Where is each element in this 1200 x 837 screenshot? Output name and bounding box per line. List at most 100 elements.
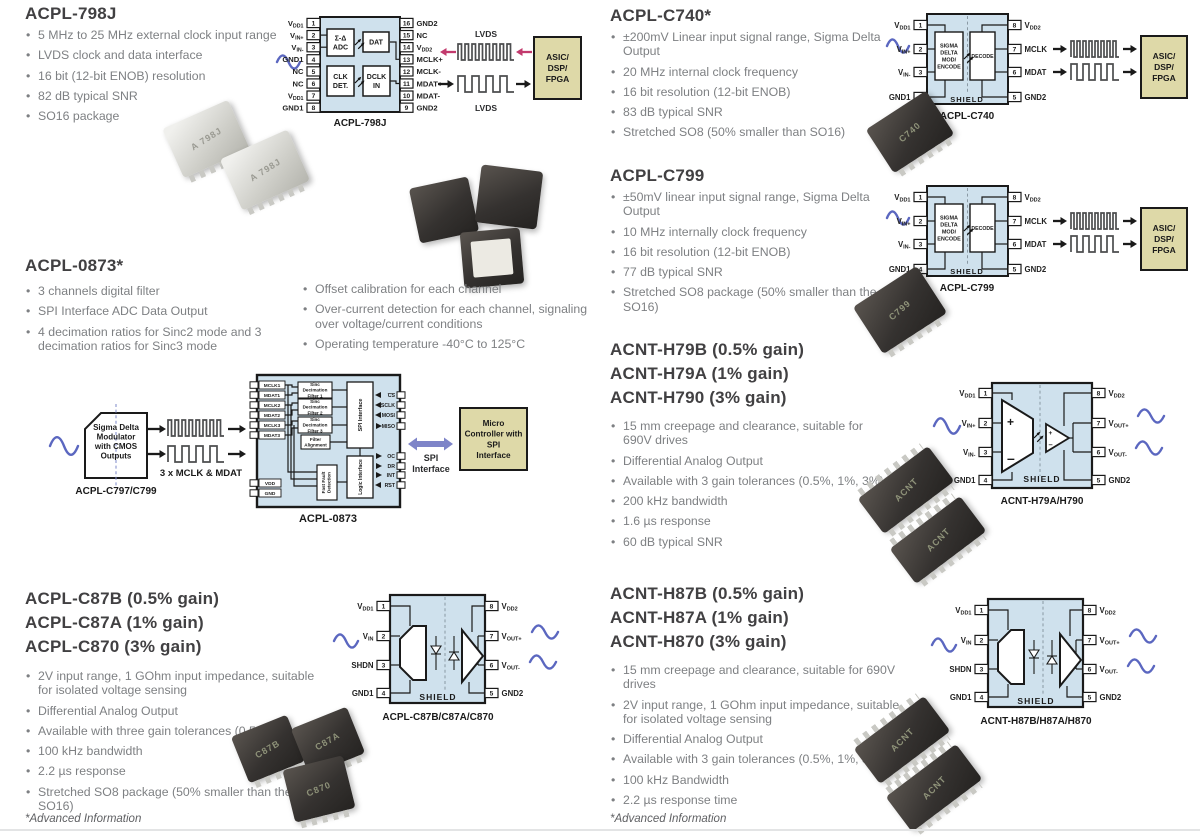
- led-symbols: [1028, 640, 1058, 674]
- waveform: [167, 445, 224, 463]
- svg-text:1: 1: [312, 21, 316, 28]
- svg-text:ASIC/: ASIC/: [1153, 51, 1176, 61]
- spi-arrow-label: SPI: [424, 453, 439, 463]
- feature-list-right: Offset calibration for each channelOver-…: [302, 282, 602, 357]
- svg-text:SPI Interface: SPI Interface: [358, 399, 364, 432]
- svg-text:DECODE: DECODE: [971, 54, 994, 60]
- wire: [1069, 609, 1083, 636]
- sine-wave: [275, 54, 302, 70]
- svg-text:13: 13: [403, 57, 411, 64]
- svg-text:3: 3: [382, 663, 386, 670]
- svg-text:6: 6: [1097, 450, 1101, 457]
- bullet-item: Differential Analog Output: [25, 704, 330, 719]
- svg-text:MDAT1: MDAT1: [264, 393, 280, 399]
- svg-text:7: 7: [1013, 219, 1017, 226]
- pin: 8 VDD2: [1082, 604, 1116, 617]
- wire: [390, 680, 411, 694]
- pin-label: MDAT+: [417, 79, 443, 88]
- svg-text:MDAT3: MDAT3: [264, 433, 280, 439]
- wire: [468, 682, 485, 694]
- bottom-divider: [0, 829, 1200, 831]
- waveform: [1070, 212, 1119, 230]
- svg-text:8: 8: [312, 105, 316, 112]
- section-acpl-c799: ACPL-C799 ±50mV linear input signal rang…: [610, 166, 900, 320]
- svg-text:1: 1: [984, 391, 988, 398]
- svg-text:8: 8: [1088, 608, 1092, 615]
- section-acpl-c87: ACPL-C87B (0.5% gain)ACPL-C87A (1% gain)…: [25, 589, 330, 819]
- svg-text:SIGMA: SIGMA: [940, 216, 958, 222]
- spi-arrow-label: Interface: [412, 464, 450, 474]
- chip-photo-label: ACNT: [924, 526, 952, 554]
- bullet-item: Available with 3 gain tolerances (0.5%, …: [610, 474, 895, 489]
- arrow: [375, 392, 381, 398]
- arrow: [1053, 68, 1067, 76]
- pin-label: VDD2: [1100, 606, 1116, 617]
- bullet-item: 5 MHz to 25 MHz external clock input ran…: [25, 28, 277, 43]
- pin: 6NC: [293, 78, 321, 89]
- chip-pins: [898, 136, 954, 177]
- pin: 5NC: [293, 66, 321, 77]
- sine-wave: [932, 417, 962, 435]
- amp-input: [1001, 398, 1034, 474]
- target-box: ASIC/DSP/FPGA: [533, 36, 582, 100]
- block: DECODE: [969, 31, 996, 81]
- svg-text:11: 11: [403, 81, 410, 88]
- svg-text:DELTA: DELTA: [940, 223, 958, 229]
- svg-text:Filter: Filter: [310, 437, 321, 442]
- svg-text:7: 7: [490, 634, 494, 641]
- section-acnt-h79: ACNT-H79B (0.5% gain)ACNT-H79A (1% gain)…: [610, 340, 895, 555]
- arrow: [440, 48, 456, 56]
- svg-text:2: 2: [919, 47, 923, 54]
- sine-wave: [528, 654, 558, 670]
- wire: [992, 472, 1013, 481]
- svg-text:DCLK: DCLK: [367, 74, 386, 81]
- bullet-item: 2V input range, 1 GOhm input impedance, …: [25, 669, 330, 698]
- diagram-caption: ACNT-H79A/H790: [1001, 496, 1084, 507]
- svg-text:1: 1: [980, 608, 984, 615]
- pin-label: VOUT+: [1100, 636, 1120, 647]
- pin-label: NC: [293, 79, 304, 88]
- diagram-caption: ACPL-C799: [940, 283, 995, 294]
- bullet-item: 10 MHz internally clock frequency: [610, 225, 900, 240]
- bullet-item: 200 kHz bandwidth: [610, 494, 895, 509]
- arrow: [148, 450, 166, 458]
- section-acpl-c740: ACPL-C740* ±200mV Linear input signal ra…: [610, 6, 888, 146]
- sine-wave: [1134, 440, 1164, 456]
- arrow: [516, 48, 532, 56]
- arrow: [1053, 240, 1067, 248]
- bullet-item: 60 dB typical SNR: [610, 535, 895, 550]
- pin-label: SHDN: [949, 665, 971, 674]
- arrow: [376, 463, 382, 469]
- svg-text:FPGA: FPGA: [546, 74, 570, 84]
- svg-text:Decimation: Decimation: [303, 388, 328, 393]
- product-title: ACNT-H79A (1% gain): [610, 364, 789, 383]
- opto-arrows: [963, 224, 974, 236]
- svg-text:4: 4: [382, 691, 386, 698]
- wire: [981, 252, 1008, 270]
- chip-photo-label: C740: [897, 119, 923, 145]
- arrow: [376, 472, 382, 478]
- svg-text:8: 8: [1013, 195, 1017, 202]
- wire: [988, 684, 1009, 698]
- pin-label: RST: [385, 483, 396, 489]
- bullet-item: 100 kHz Bandwidth: [610, 773, 902, 788]
- pin: SCLK: [381, 401, 406, 409]
- pin-label: VDD1: [959, 389, 975, 400]
- section-acnt-h87: ACNT-H87B (0.5% gain)ACNT-H87A (1% gain)…: [610, 584, 902, 813]
